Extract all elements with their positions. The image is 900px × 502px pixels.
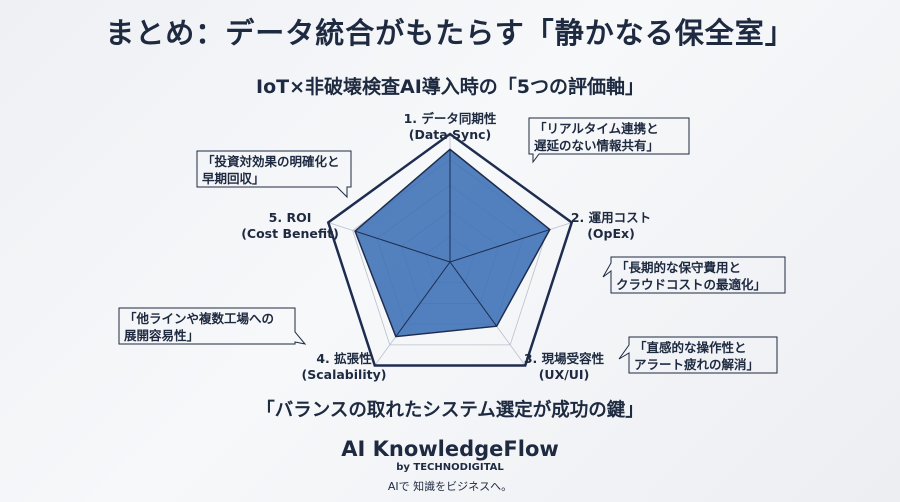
- radar-data-spoke: [449, 229, 550, 263]
- axis-label-scalability: 4. 拡張性(Scalability): [301, 351, 387, 382]
- brand-byline: by TECHNODIGITAL: [396, 462, 504, 473]
- page-title: まとめ：データ統合がもたらす「静かなる保全室」: [105, 16, 795, 50]
- note-bubble-opex: 「長期的な保守費用とクラウドコストの最適化」: [602, 256, 786, 296]
- radar-data-spoke: [449, 261, 498, 327]
- brand-tagline: AIで 知識をビジネスへ。: [387, 480, 513, 493]
- axis-label-data-sync: 1. データ同期性(Data Sync): [403, 111, 497, 142]
- radar-data-area: [354, 148, 551, 338]
- radar-data-spoke: [395, 261, 451, 337]
- note-bubble-scalability: 「他ラインや複数工場への展開容易性」: [118, 307, 307, 347]
- brand-logo-text: AI KnowledgeFlow: [341, 437, 559, 461]
- axis-label-ux-ui: 3. 現場受容性(UX/UI): [523, 351, 605, 382]
- axis-label-roi: 5. ROI(Cost Benefit): [241, 210, 339, 241]
- diagram-subtitle: IoT×非破壊検査AI導入時の「5つの評価軸」: [256, 76, 644, 98]
- axis-label-opex: 2. 運用コスト(OpEx): [570, 210, 652, 241]
- note-bubble-roi: 「投資対効果の明確化と早期回収」: [196, 150, 352, 199]
- conclusion-text: 「バランスの取れたシステム選定が成功の鍵」: [256, 400, 644, 421]
- note-bubble-ux-ui: 「直感的な操作性とアラート疲れの解消」: [618, 336, 778, 376]
- radar-data-spoke: [354, 230, 451, 263]
- note-bubble-data-sync: 「リアルタイム連携と遅延のない情報共有」: [528, 117, 690, 164]
- radar-outer-frame: [326, 132, 574, 367]
